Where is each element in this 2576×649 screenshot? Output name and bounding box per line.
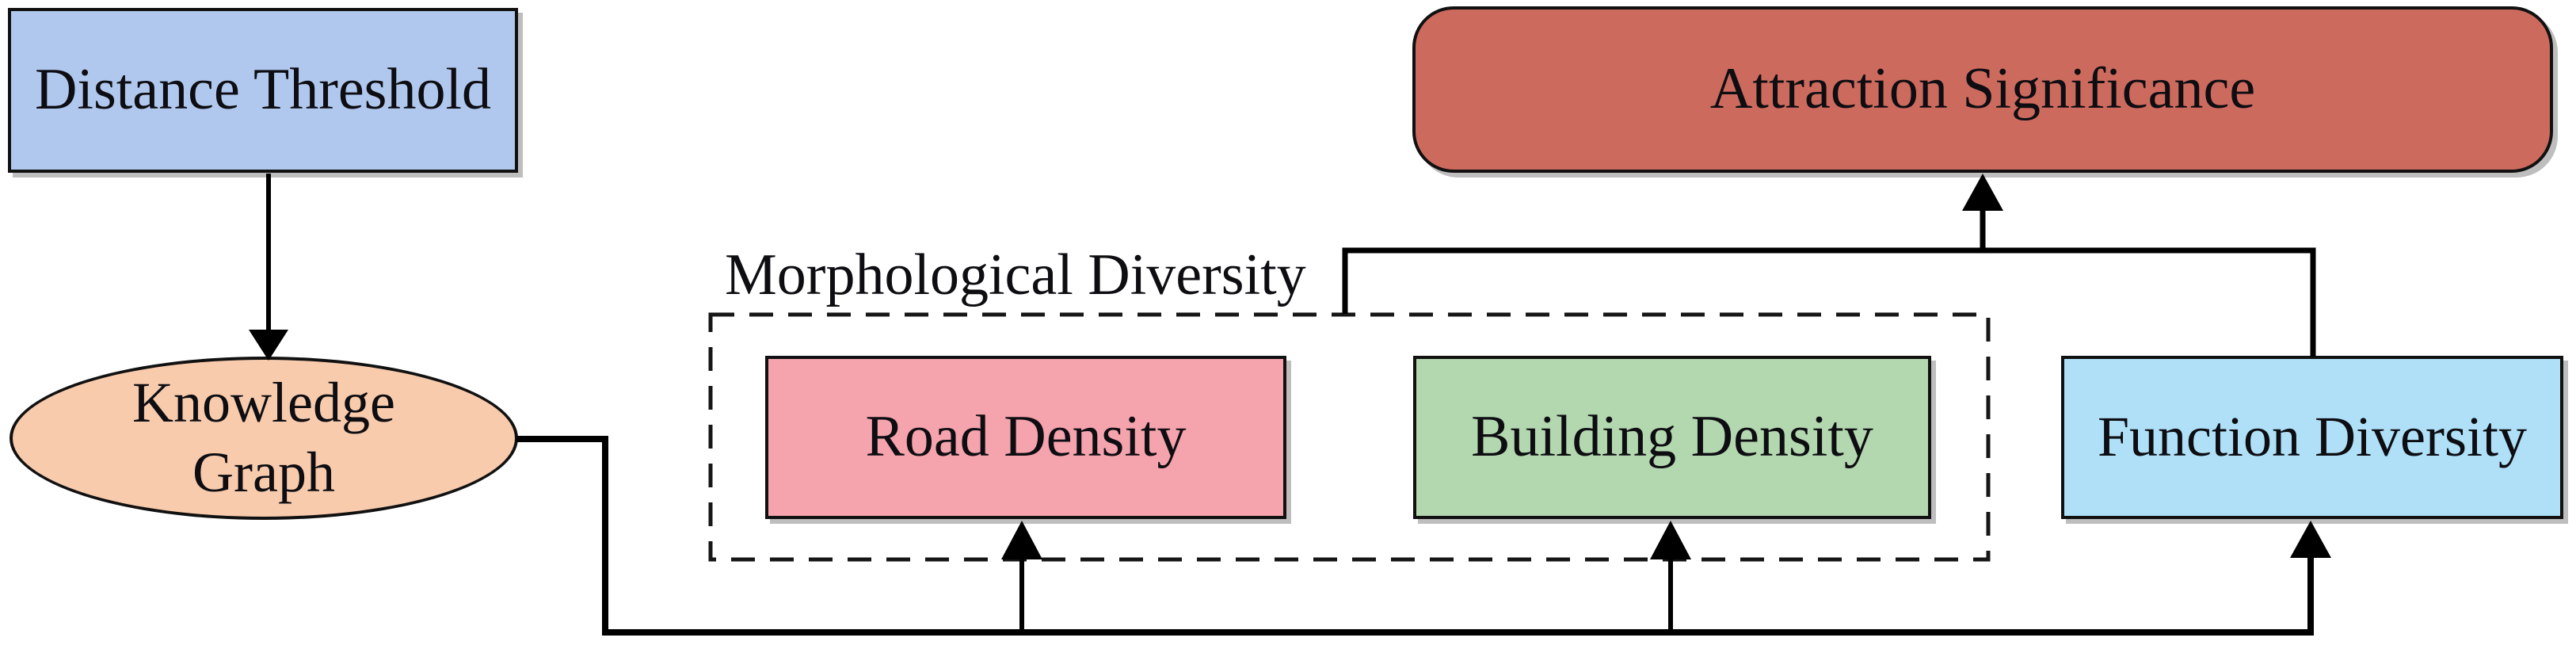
node-building-density: Building Density — [1413, 356, 1931, 519]
node-road-density: Road Density — [765, 356, 1286, 519]
knowledge-graph-line2: Graph — [192, 441, 335, 504]
node-road-density-label: Road Density — [865, 404, 1187, 470]
label-morphological-diversity: Morphological Diversity — [725, 242, 1306, 307]
node-knowledge-graph-label: Knowledge Graph — [132, 368, 395, 508]
knowledge-graph-line1: Knowledge — [132, 371, 395, 435]
node-building-density-label: Building Density — [1471, 404, 1873, 470]
node-function-diversity-label: Function Diversity — [2098, 405, 2527, 469]
node-attraction-significance: Attraction Significance — [1412, 6, 2553, 173]
node-distance-threshold: Distance Threshold — [8, 8, 518, 173]
node-distance-threshold-label: Distance Threshold — [34, 57, 492, 123]
node-knowledge-graph: Knowledge Graph — [10, 357, 518, 520]
node-attraction-significance-label: Attraction Significance — [1709, 56, 2256, 122]
node-function-diversity: Function Diversity — [2061, 356, 2563, 519]
edge-distance-to-knowledge — [249, 174, 288, 361]
edge-to-attraction — [1342, 174, 2316, 357]
